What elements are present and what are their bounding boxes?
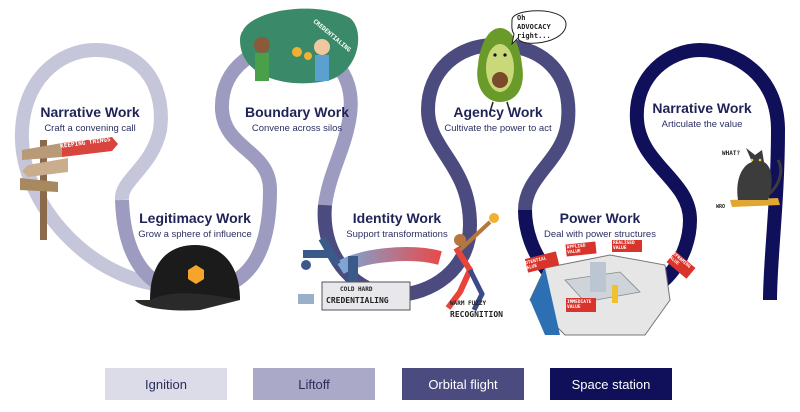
node-narrative-work-final-subtitle: Articulate the value — [661, 119, 743, 130]
cat-speech-text: WHAT? — [722, 150, 741, 157]
node-power-work-subtitle: Deal with power structures — [544, 229, 656, 240]
identity-illustration — [298, 213, 499, 312]
boundary-illustration — [240, 8, 359, 84]
power-illustration — [524, 240, 696, 336]
cat-illustration — [730, 148, 783, 207]
node-narrative-work-title: Narrative Work — [40, 104, 140, 120]
legend-liftoff: Liftoff — [253, 368, 375, 400]
node-legitimacy-work-subtitle: Grow a sphere of influence — [138, 229, 252, 240]
cap-illustration — [135, 245, 240, 311]
avocado-illustration — [477, 10, 567, 113]
node-power-work-title: Power Work — [559, 210, 641, 226]
legend-ignition: Ignition — [105, 368, 227, 400]
node-legitimacy-work-title: Legitimacy Work — [139, 210, 251, 226]
legend-space-station: Space station — [550, 368, 672, 400]
node-agency-work-subtitle: Cultivate the power to act — [444, 123, 552, 134]
node-agency-work-title: Agency Work — [453, 104, 543, 120]
cold-hard-label: COLD HARD — [340, 286, 373, 293]
path-ignition — [14, 42, 181, 293]
realised-value-sign: REALISED VALUE — [613, 241, 635, 251]
node-boundary-work-subtitle: Convene across silos — [251, 123, 343, 134]
node-identity-work-subtitle: Support transformations — [346, 229, 448, 240]
cat-signature: WRO — [716, 204, 726, 210]
node-boundary-work-title: Boundary Work — [245, 104, 349, 120]
node-narrative-work-final-title: Narrative Work — [652, 100, 752, 116]
warm-fuzzy-label: WARM FUZZY — [450, 300, 487, 307]
recognition-label: RECOGNITION — [450, 310, 503, 319]
immediate-value-sign: IMMEDIATE VALUE — [567, 300, 592, 310]
node-narrative-work-subtitle: Craft a convening call — [44, 123, 136, 134]
credentialing-box-label: CREDENTIALING — [326, 296, 389, 305]
signpost-illustration — [20, 137, 118, 240]
legend-orbital-flight: Orbital flight — [402, 368, 524, 400]
node-identity-work-title: Identity Work — [352, 210, 442, 226]
speech-bubble-text: Oh ADVOCACY right... — [517, 14, 551, 40]
